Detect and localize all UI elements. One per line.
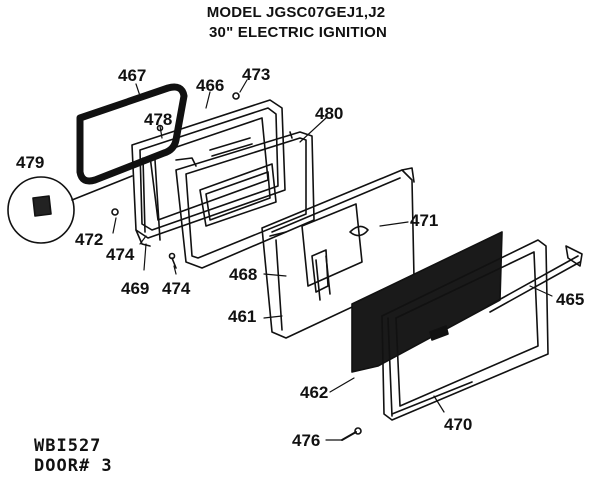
leader-lines	[112, 79, 553, 441]
door-handle-rod	[487, 245, 583, 313]
label-bottom-screw-number: 476	[292, 431, 320, 450]
diagram-code: WBI527	[34, 436, 102, 456]
door-gasket	[76, 83, 188, 185]
door-number: DOOR# 3	[34, 456, 113, 476]
label-handle-number: 465	[556, 290, 584, 309]
label-clip-number: 478	[144, 110, 172, 129]
model-title: MODEL JGSC07GEJ1,J2	[206, 4, 386, 21]
label-inner-frame-number: 466	[196, 76, 224, 95]
label-hinge-number: 461	[228, 307, 256, 326]
label-latch-number: 471	[410, 211, 438, 230]
inner-door-panel	[175, 131, 315, 269]
outer-door-panel	[381, 239, 549, 421]
model-subtitle: 30" ELECTRIC IGNITION	[209, 24, 387, 41]
label-bracket-number: 472	[75, 230, 103, 249]
label-inner-panel-number: 480	[315, 104, 343, 123]
door-glass	[351, 231, 503, 373]
label-detail-number: 479	[16, 153, 44, 172]
label-liner-number: 468	[229, 265, 257, 284]
inner-door-frame	[131, 99, 286, 247]
label-side-trim-number: 469	[121, 279, 149, 298]
label-gasket-number: 467	[118, 66, 146, 85]
detail-callout-circle	[7, 175, 133, 244]
label-screw-number: 473	[242, 65, 270, 84]
label-screw-right-number: 474	[162, 279, 191, 298]
label-glass-number: 462	[300, 383, 328, 402]
label-screw-left-number: 474	[106, 245, 135, 264]
label-outer-door-number: 470	[444, 415, 472, 434]
